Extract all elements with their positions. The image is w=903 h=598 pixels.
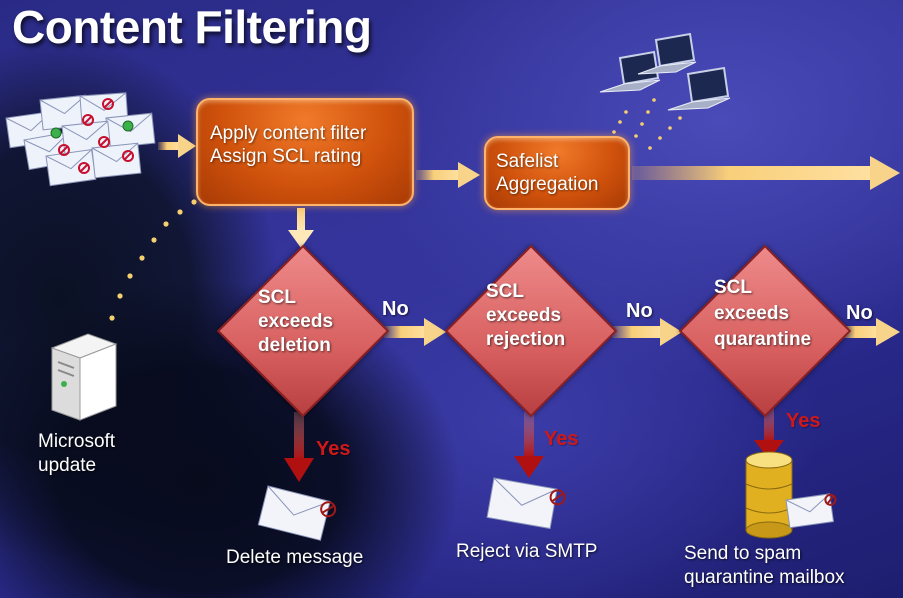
database-icon: [745, 451, 793, 539]
decision-rejection-line1: SCL: [486, 281, 524, 302]
outcome-quarantine-line1: Send to spam: [684, 543, 802, 564]
content-filter-line2: Assign SCL rating: [210, 146, 362, 167]
yes-label-deletion: Yes: [316, 438, 351, 460]
no-label-rejection: No: [626, 300, 653, 322]
decision-rejection-line2: exceeds: [486, 305, 562, 326]
decision-quarantine-line1: SCL: [714, 277, 752, 298]
decision-quarantine-line2: exceeds: [714, 303, 790, 324]
decision-quarantine-line3: quarantine: [714, 329, 812, 350]
apply-content-filter-box: Apply content filter Assign SCL rating: [196, 98, 414, 206]
laptop-icon: [637, 32, 697, 75]
envelope-icon: [486, 477, 566, 530]
microsoft-update-caption: Microsoft update: [38, 430, 115, 478]
arrow-icon: [158, 134, 196, 158]
outcome-delete-message: Delete message: [226, 546, 363, 570]
outcome-quarantine-line2: quarantine mailbox: [684, 567, 845, 588]
decision-rejection-line3: rejection: [486, 329, 566, 350]
outcome-delete-line1: Delete message: [226, 547, 364, 568]
arrow-icon: [612, 318, 682, 346]
decision-deletion-line1: SCL: [258, 287, 296, 308]
laptop-icon: [667, 66, 731, 111]
outcome-spam-quarantine: Send to spam quarantine mailbox: [684, 542, 845, 590]
decision-deletion-line3: deletion: [258, 335, 331, 356]
arrow-icon: [384, 318, 446, 346]
arrow-icon: [754, 406, 784, 460]
yes-label-quarantine: Yes: [786, 410, 821, 432]
page-title: Content Filtering: [12, 1, 372, 53]
envelope-stack-icon: [5, 92, 156, 187]
laptop-dotted-path: [612, 98, 682, 150]
arrow-icon: [514, 412, 544, 478]
envelope-icon: [257, 485, 337, 541]
safelist-line1: Safelist: [496, 151, 559, 172]
decision-rejection: SCL exceeds rejection: [444, 244, 618, 418]
arrow-icon: [288, 208, 314, 248]
decision-quarantine: SCL exceeds quarantine: [678, 244, 852, 418]
safelist-line2: Aggregation: [496, 174, 599, 195]
no-label-deletion: No: [382, 298, 409, 320]
content-filter-line1: Apply content filter: [210, 123, 367, 144]
server-icon: [50, 333, 118, 421]
outcome-reject-line1: Reject via SMTP: [456, 541, 598, 562]
envelope-icon: [785, 493, 837, 529]
safelist-aggregation-box: Safelist Aggregation: [484, 136, 630, 210]
arrow-icon: [284, 412, 314, 482]
decision-deletion-line2: exceeds: [258, 311, 334, 332]
source-line2: update: [38, 455, 97, 476]
arrow-icon: [416, 162, 480, 188]
source-line1: Microsoft: [38, 431, 116, 452]
decision-deletion: SCL exceeds deletion: [216, 244, 390, 418]
outcome-reject-smtp: Reject via SMTP: [456, 540, 597, 564]
yes-label-rejection: Yes: [544, 428, 579, 450]
laptop-icon: [599, 50, 661, 93]
no-label-quarantine: No: [846, 302, 873, 324]
arrow-icon: [632, 156, 900, 190]
update-dotted-path: [109, 199, 197, 321]
